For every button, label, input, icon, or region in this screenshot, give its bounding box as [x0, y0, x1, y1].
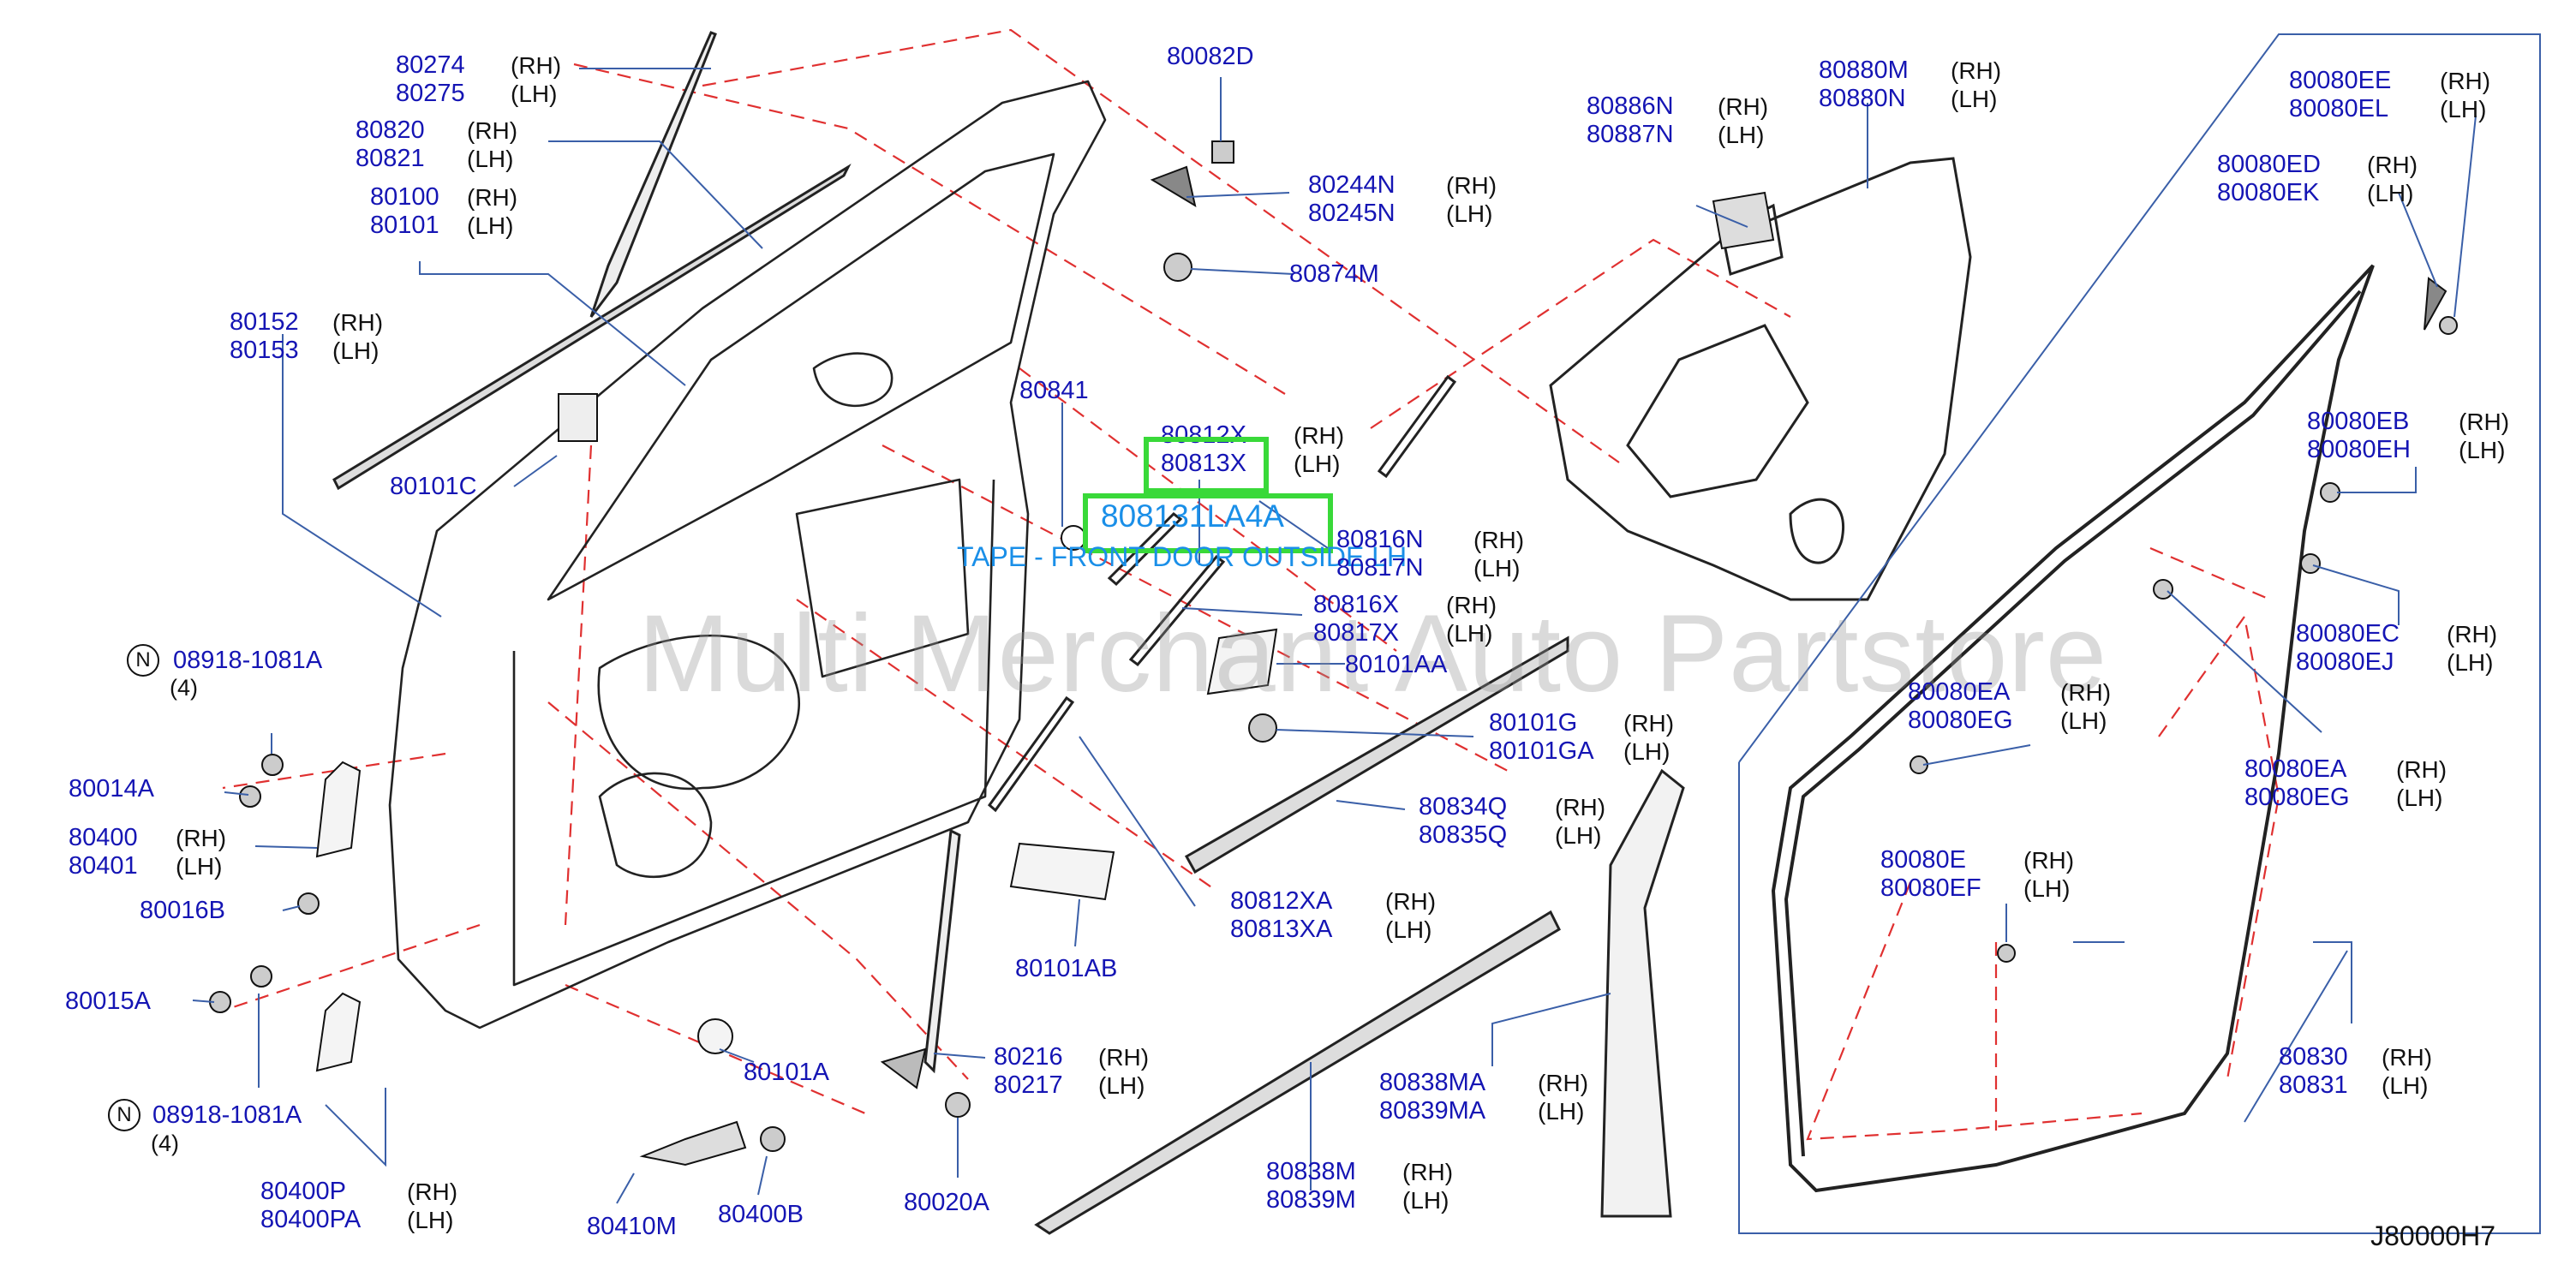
- side-80080EA-2: (RH)(LH): [2396, 756, 2447, 811]
- label-80014A: 80014A: [69, 775, 154, 803]
- note-circle-n-top: N: [127, 644, 159, 677]
- label-80020A: 80020A: [904, 1189, 989, 1216]
- label-80101AB: 80101AB: [1015, 955, 1118, 982]
- side-80838M: (RH)(LH): [1402, 1159, 1454, 1214]
- side-80080EA-1: (RH)(LH): [2060, 679, 2112, 734]
- note-count-top: (4): [170, 675, 198, 701]
- side-80400: (RH)(LH): [176, 825, 227, 880]
- label-80101AA: 80101AA: [1345, 651, 1448, 678]
- label-80841: 80841: [1019, 377, 1089, 404]
- side-80812X: (RH)(LH): [1294, 422, 1345, 477]
- label-80410M: 80410M: [587, 1213, 677, 1240]
- side-80100: (RH)(LH): [467, 184, 518, 239]
- diagram-code: J80000H7: [2370, 1220, 2495, 1251]
- side-80080EE: (RH)(LH): [2440, 68, 2491, 122]
- dashed-assembly-lines: [222, 28, 2280, 1141]
- side-80812XA: (RH)(LH): [1385, 888, 1437, 943]
- highlight-box-part-number: [1083, 493, 1333, 553]
- side-80274: (RH)(LH): [511, 52, 562, 107]
- side-80216: (RH)(LH): [1098, 1044, 1150, 1099]
- label-80101A: 80101A: [744, 1059, 829, 1086]
- side-80834Q: (RH)(LH): [1555, 794, 1606, 849]
- small-parts: [209, 140, 2458, 1167]
- side-80400P: (RH)(LH): [407, 1179, 458, 1233]
- label-80874M: 80874M: [1289, 260, 1379, 288]
- door-shell-outline: [388, 80, 1107, 1029]
- label-80016B: 80016B: [140, 897, 225, 924]
- label-80400B: 80400B: [718, 1201, 804, 1228]
- door-trim-panel: [1549, 157, 1972, 601]
- side-80244N: (RH)(LH): [1446, 172, 1497, 227]
- label-80082D: 80082D: [1167, 43, 1254, 70]
- label-80101C: 80101C: [390, 473, 477, 500]
- door-weatherstrip: [1771, 264, 2375, 1193]
- side-80816N: (RH)(LH): [1473, 527, 1525, 582]
- side-80080EC: (RH)(LH): [2447, 621, 2498, 676]
- side-80820: (RH)(LH): [467, 117, 518, 172]
- side-80080EB: (RH)(LH): [2459, 409, 2510, 463]
- side-80101G: (RH)(LH): [1623, 710, 1675, 765]
- side-80830: (RH)(LH): [2382, 1044, 2433, 1099]
- highlight-box-80813X: [1144, 437, 1269, 493]
- highlighted-part-description: TAPE - FRONT DOOR OUTSIDE LH: [957, 541, 1408, 572]
- side-80816X: (RH)(LH): [1446, 592, 1497, 647]
- highlighted-part-number: 808131LA4A: [1101, 498, 1284, 534]
- side-80080E: (RH)(LH): [2023, 847, 2075, 902]
- watermark: Multi Merchant Auto Partstore: [638, 593, 2108, 715]
- side-80886N: (RH)(LH): [1718, 93, 1769, 148]
- label-08918-top: 08918-1081A: [173, 647, 323, 674]
- label-80015A: 80015A: [65, 988, 151, 1015]
- side-80880M: (RH)(LH): [1951, 57, 2002, 112]
- note-count-bottom: (4): [151, 1131, 179, 1156]
- side-80838MA: (RH)(LH): [1538, 1070, 1589, 1125]
- trim-strips: [332, 31, 1685, 1235]
- side-80080ED: (RH)(LH): [2367, 152, 2418, 206]
- label-08918-bottom: 08918-1081A: [152, 1101, 302, 1129]
- note-circle-n-bottom: N: [108, 1099, 140, 1131]
- side-80152: (RH)(LH): [332, 309, 384, 364]
